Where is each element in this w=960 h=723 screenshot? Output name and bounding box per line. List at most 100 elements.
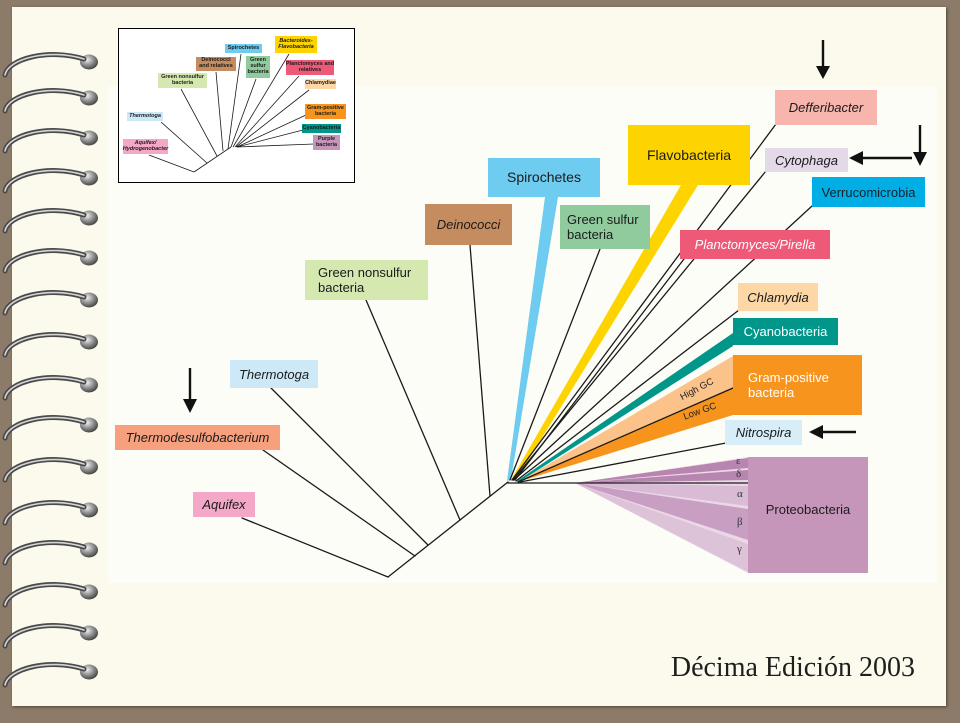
gamma-label: γ — [737, 543, 742, 555]
inset-deinococci-branch — [215, 71, 224, 152]
gram-positive-text-line2: bacteria — [748, 385, 795, 400]
inset-purple-branch — [236, 143, 315, 148]
thermotoga-branch — [270, 387, 429, 546]
cyanobacteria-wedge — [517, 333, 733, 482]
inset-thermotoga-label: Thermotoga — [127, 112, 163, 121]
arrow-down-defferibacter — [816, 40, 830, 79]
spiral-ring — [2, 248, 98, 274]
inset-tree-lines — [148, 53, 315, 173]
inset-trunk — [193, 146, 232, 173]
aquifex-branch — [241, 517, 389, 578]
inset-gram-positive-branch — [236, 114, 307, 148]
inset-cyanobacteria-label: Cyanobacteria — [302, 124, 341, 133]
inset-spirochetes-branch — [227, 53, 242, 150]
spiral-ring — [2, 128, 98, 154]
inset-bacteroides-text-line2: Flavobacteria — [278, 43, 314, 50]
inset-deinococci-text-line2: and relatives — [199, 63, 233, 69]
aquifex-text: Aquifex — [202, 497, 246, 512]
green-sulfur-text-line1: Green sulfur — [567, 212, 639, 227]
chlamydia-text: Chlamydia — [747, 289, 809, 305]
inset-spirochetes-label: Spirochetes — [225, 44, 262, 53]
inset-green-nonsulfur-text-line2: bacteria — [171, 79, 194, 86]
arrow-down-verrucomicrobia — [913, 125, 927, 166]
thermodesulfobacterium-label: Thermodesulfobacterium — [115, 425, 280, 450]
spiral-ring — [2, 290, 98, 316]
thermodesulfobacterium-branch — [262, 449, 416, 557]
spirochetes-wedge — [507, 197, 558, 481]
gram-positive-divider — [517, 387, 734, 483]
cyanobacteria-text: Cyanobacteria — [743, 324, 828, 339]
inset-cyanobacteria-text: Cyanobacteria — [302, 124, 341, 131]
chlamydia-label: Chlamydia — [738, 283, 818, 311]
inset-bacteroides-text-line1: Bacteroides- — [279, 37, 313, 44]
high-gc-wedge — [518, 356, 733, 482]
chlamydia-branch — [515, 309, 740, 482]
spiral-ring — [2, 415, 98, 441]
green-nonsulfur-branch — [365, 299, 461, 521]
spiral-ring — [2, 623, 98, 649]
spirochetes-text: Spirochetes — [507, 169, 581, 185]
proteobacteria-text: Proteobacteria — [765, 501, 851, 517]
inset-purple-text-line2: bacteria — [315, 141, 338, 148]
deinococci-label: Deinococci — [425, 204, 512, 245]
thermotoga-label: Thermotoga — [230, 360, 318, 388]
delta-wedge — [575, 470, 748, 483]
beta-label: β — [737, 516, 743, 528]
epsilon-label: ε — [736, 455, 741, 467]
inset-aquifex-text-line1: Aquifex/ — [134, 139, 157, 146]
inset-planctomyces-text-line2: relatives — [298, 66, 322, 73]
inset-planctomyces-text-line1: Planctomyces and — [285, 60, 335, 67]
thermodesulfobacterium-text: Thermodesulfobacterium — [125, 430, 270, 445]
inset-green-sulfur-branch — [230, 78, 257, 148]
spirochetes-label: Spirochetes — [488, 158, 600, 197]
inset-green-sulfur-text-line2: sulfur — [250, 63, 266, 70]
cytophaga-label: Cytophaga — [765, 148, 848, 172]
inset-gram-positive-text-line1: Gram-positive — [307, 104, 344, 111]
inset-thermotoga-text: Thermotoga — [129, 112, 161, 119]
deinococci-text: Deinococci — [436, 217, 501, 232]
planctomyces-text: Planctomyces/Pirella — [694, 237, 816, 252]
spiral-ring — [2, 88, 98, 114]
beta-wedge — [575, 483, 748, 540]
inset-green-sulfur-text-line3: bacteria — [247, 68, 269, 75]
arrow-down-thermodesulfobacterium — [183, 368, 197, 413]
edition-caption: Décima Edición 2003 — [670, 652, 915, 683]
inset-purple-text-line1: Purple — [317, 135, 336, 142]
arrow-left-nitrospira — [809, 425, 856, 439]
inset-aquifex-text-line2: Hydrogenobacter — [122, 145, 169, 152]
cyanobacteria-label: Cyanobacteria — [733, 318, 838, 345]
spiral-ring — [2, 500, 98, 526]
spiral-ring — [2, 168, 98, 194]
inset-deinococci-text-line1: Deinococci — [201, 57, 231, 64]
defferibacter-label: Defferibacter — [775, 90, 877, 125]
spiral-ring — [2, 208, 98, 234]
green-sulfur-text-line2: bacteria — [567, 227, 614, 242]
aquifex-label: Aquifex — [193, 492, 255, 517]
alpha-label: α — [737, 488, 743, 500]
inset-green-nonsulfur-branch — [180, 88, 218, 157]
nitrospira-label: Nitrospira — [725, 420, 802, 445]
nitrospira-text: Nitrospira — [735, 425, 792, 440]
gamma-wedge — [575, 483, 748, 572]
thermotoga-text: Thermotoga — [238, 366, 310, 382]
flavobacteria-wedge — [511, 185, 698, 480]
flavobacteria-text: Flavobacteria — [646, 146, 732, 163]
spiral-ring — [2, 582, 98, 608]
delta-label: δ — [736, 468, 742, 480]
inset-chlamydiae-label: Chlamydiae — [305, 79, 336, 89]
inset-bacteroides-branch — [232, 53, 290, 148]
planctomyces-branch — [514, 258, 685, 481]
alpha-wedge — [575, 483, 748, 506]
epsilon-wedge — [575, 458, 748, 483]
inset-aquifex-branch — [148, 154, 195, 173]
inset-gram-positive-text-line2: bacteria — [314, 110, 337, 117]
spiral-ring — [2, 662, 98, 688]
proteobacteria-fan — [575, 457, 748, 573]
